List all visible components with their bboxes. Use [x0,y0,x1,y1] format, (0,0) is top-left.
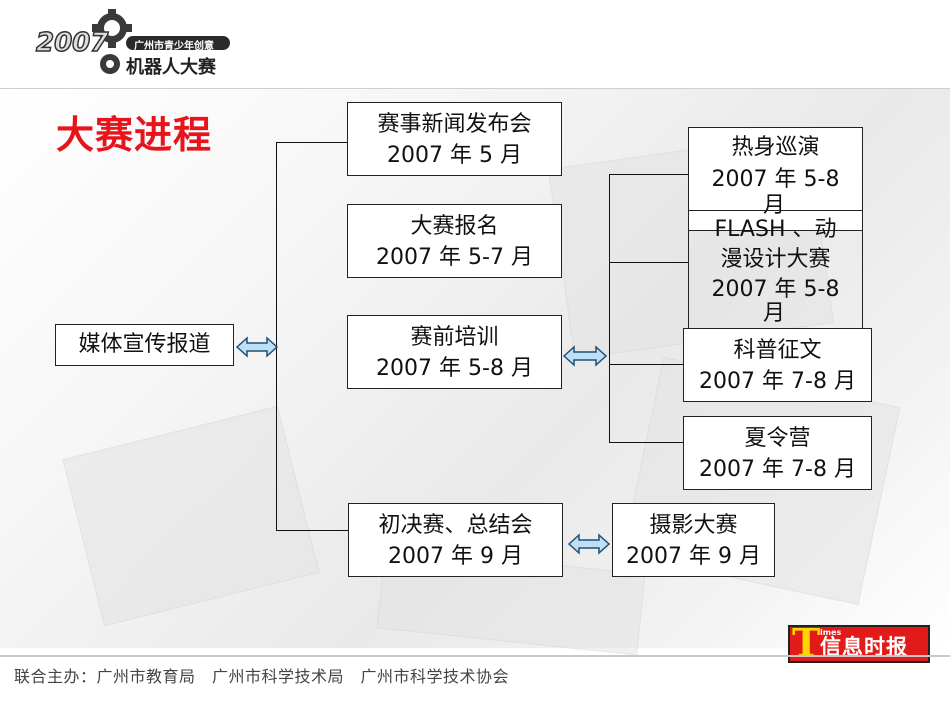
newspaper-times: imes [820,628,842,637]
signup-box: 大赛报名 2007 年 5-7 月 [347,204,562,278]
camp-label: 夏令营 [744,426,811,451]
page-title: 大赛进程 [56,113,213,157]
robot-gear-logo-icon [92,9,230,74]
header-divider [0,88,950,89]
flash-box: FLASH 、动 漫设计大赛 2007 年 5-8 月 [688,210,863,330]
finals-label: 初决赛、总结会 [378,513,533,538]
event-logo: 2007 广州市青少年创意 机器人大赛 [34,8,234,80]
flash-date: 2007 年 5-8 [711,277,840,302]
trunk-line [276,142,277,530]
camp-date: 2007 年 7-8 月 [699,457,856,482]
sub-trunk-line [609,174,610,442]
camp-box: 夏令营 2007 年 7-8 月 [683,416,872,490]
news-label: 赛事新闻发布会 [377,112,532,137]
logo-org: 广州市青少年创意 [134,41,214,52]
flash-label: FLASH 、动 [714,217,837,242]
newspaper-logo: T imes 信息时报 [788,620,930,665]
sub-branch-flash [609,262,689,263]
news-date: 2007 年 5 月 [387,143,522,168]
logo-event: 机器人大赛 [126,57,216,78]
flash-date-suffix: 月 [763,301,786,326]
sub-branch-warmup [609,174,689,175]
training-label: 赛前培训 [410,325,499,350]
training-date: 2007 年 5-8 月 [376,356,533,381]
footer-divider [0,655,950,657]
logo-year: 2007 [35,27,109,59]
finals-box: 初决赛、总结会 2007 年 9 月 [348,503,563,577]
media-label: 媒体宣传报道 [78,332,211,357]
essay-box: 科普征文 2007 年 7-8 月 [683,328,872,402]
warmup-date-suffix: 月 [763,193,786,218]
double-arrow-icon [236,336,278,358]
branch-line-news [276,142,348,143]
sub-branch-camp [609,442,683,443]
news-box: 赛事新闻发布会 2007 年 5 月 [347,102,562,176]
signup-date: 2007 年 5-7 月 [376,245,533,270]
newspaper-letter: T [792,620,821,665]
double-arrow-icon [568,533,610,555]
double-arrow-icon [563,345,607,367]
branch-line-finals [276,530,348,531]
finals-date: 2007 年 9 月 [388,544,523,569]
footer-organizers: 联合主办：广州市教育局 广州市科学技术局 广州市科学技术协会 [14,667,510,686]
signup-label: 大赛报名 [410,214,499,239]
photo-label: 摄影大赛 [649,513,738,538]
flash-label-2: 漫设计大赛 [720,247,831,272]
essay-date: 2007 年 7-8 月 [699,369,856,394]
media-box: 媒体宣传报道 [55,324,234,366]
essay-label: 科普征文 [733,338,822,363]
training-box: 赛前培训 2007 年 5-8 月 [347,315,562,389]
sub-branch-essay [609,364,683,365]
warmup-box: 热身巡演 2007 年 5-8 月 [688,127,863,231]
photo-date: 2007 年 9 月 [626,544,761,569]
warmup-label: 热身巡演 [731,135,820,160]
warmup-date: 2007 年 5-8 [711,167,840,192]
photo-box: 摄影大赛 2007 年 9 月 [612,503,775,577]
